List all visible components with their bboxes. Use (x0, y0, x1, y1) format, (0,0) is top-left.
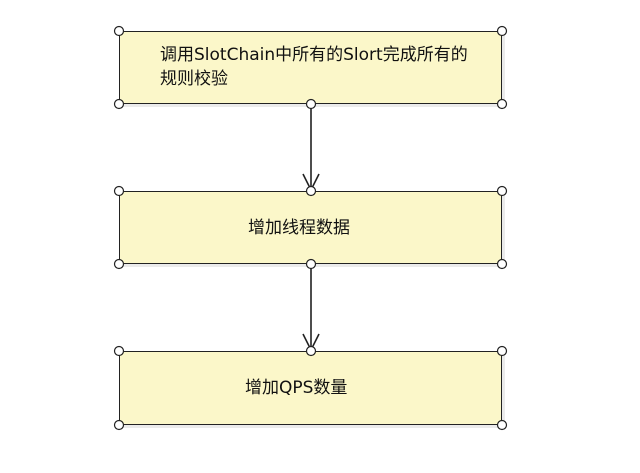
resize-handle[interactable] (113, 25, 125, 37)
flow-edge[interactable] (302, 264, 320, 352)
flow-node-slot-chain-check[interactable]: 调用SlotChain中所有的Slort完成所有的规则校验 (119, 31, 502, 104)
connection-point[interactable] (305, 185, 317, 197)
resize-handle[interactable] (496, 345, 508, 357)
resize-handle[interactable] (496, 25, 508, 37)
resize-handle[interactable] (496, 419, 508, 431)
flow-node-label: 增加QPS数量 (245, 378, 348, 398)
flow-node-add-thread-data[interactable]: 增加线程数据 (119, 191, 502, 264)
resize-handle[interactable] (496, 185, 508, 197)
resize-handle[interactable] (496, 258, 508, 270)
connection-point[interactable] (305, 98, 317, 110)
resize-handle[interactable] (113, 345, 125, 357)
resize-handle[interactable] (113, 419, 125, 431)
flow-node-label: 调用SlotChain中所有的Slort完成所有的规则校验 (160, 45, 468, 89)
flow-node-add-qps-count[interactable]: 增加QPS数量 (119, 351, 502, 425)
flow-node-label: 增加线程数据 (248, 218, 350, 238)
resize-handle[interactable] (113, 185, 125, 197)
connection-point[interactable] (305, 258, 317, 270)
resize-handle[interactable] (113, 98, 125, 110)
flow-edge[interactable] (302, 104, 320, 192)
connection-point[interactable] (305, 345, 317, 357)
resize-handle[interactable] (496, 98, 508, 110)
resize-handle[interactable] (113, 258, 125, 270)
